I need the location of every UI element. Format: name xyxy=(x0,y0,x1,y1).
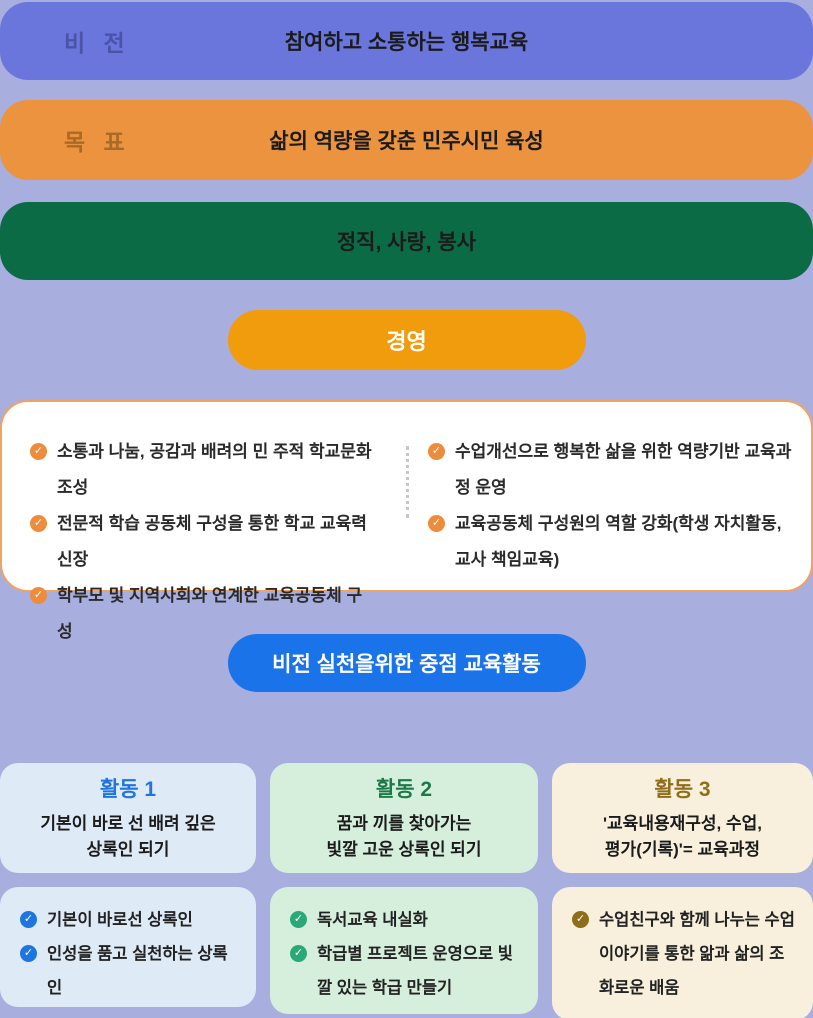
list-item-text: 인성을 품고 실천하는 상록인 xyxy=(47,945,228,997)
goal-banner: 목 표 삶의 역량을 갖춘 민주시민 육성 xyxy=(0,100,813,180)
list-item: ✓ 인성을 품고 실천하는 상록인 xyxy=(20,937,242,1005)
list-item: ✓ 학급별 프로젝트 운영으로 빛깔 있는 학급 만들기 xyxy=(290,937,524,1005)
list-item: ✓ 전문적 학습 공동체 구성을 통한 학교 교육력 신장 xyxy=(30,506,374,578)
list-item: ✓ 소통과 나눔, 공감과 배려의 민 주적 학교문화 조성 xyxy=(30,434,374,506)
activity-1-subtitle: 기본이 바로 선 배려 깊은 상록인 되기 xyxy=(40,811,215,864)
subtitle-line: 상록인 되기 xyxy=(86,840,170,859)
list-item-text: 교육공동체 구성원의 역할 강화(학생 자치활동, 교사 책임교육) xyxy=(455,514,782,569)
check-circle-icon: ✓ xyxy=(30,587,47,604)
subtitle-line: 꿈과 끼를 찾아가는 xyxy=(336,813,472,833)
list-item-text: 수업친구와 함께 나누는 수업 이야기를 통한 앎과 삶의 조화로운 배움 xyxy=(599,911,795,997)
management-pill: 경영 xyxy=(227,310,586,370)
goal-title: 삶의 역량을 갖춘 민주시민 육성 xyxy=(269,130,544,153)
values-banner: 정직, 사랑, 봉사 xyxy=(0,202,813,280)
activity-2-header-card: 활동 2 꿈과 끼를 찾아가는 빛깔 고운 상록인 되기 xyxy=(270,763,538,873)
activity-2-subtitle: 꿈과 끼를 찾아가는 빛깔 고운 상록인 되기 xyxy=(327,811,482,864)
check-circle-icon: ✓ xyxy=(290,911,307,928)
list-item-text: 학부모 및 지역사회와 연계한 교육공동체 구성 xyxy=(57,586,363,641)
subtitle-line: 평가(기록)'= 교육과정 xyxy=(604,840,761,859)
activities-pill-label: 비전 실천을위한 중점 교육활동 xyxy=(272,653,541,676)
list-item: ✓ 교육공동체 구성원의 역할 강화(학생 자치활동, 교사 책임교육) xyxy=(428,506,797,578)
list-item-text: 기본이 바로선 상록인 xyxy=(47,911,193,929)
check-circle-icon: ✓ xyxy=(428,515,445,532)
activity-detail-cards: ✓ 기본이 바로선 상록인 ✓ 인성을 품고 실천하는 상록인 ✓ 독서교육 내… xyxy=(0,887,813,1018)
check-circle-icon: ✓ xyxy=(572,911,589,928)
list-item-text: 소통과 나눔, 공감과 배려의 민 주적 학교문화 조성 xyxy=(57,442,372,497)
activity-1-header-card: 활동 1 기본이 바로 선 배려 깊은 상록인 되기 xyxy=(0,763,256,873)
list-item: ✓ 수업친구와 함께 나누는 수업 이야기를 통한 앎과 삶의 조화로운 배움 xyxy=(572,903,799,1005)
check-circle-icon: ✓ xyxy=(20,911,37,928)
management-box-right-column: ✓ 수업개선으로 행복한 삶을 위한 역량기반 교육과정 운영 ✓ 교육공동체 … xyxy=(374,402,811,590)
activity-3-detail-card: ✓ 수업친구와 함께 나누는 수업 이야기를 통한 앎과 삶의 조화로운 배움 xyxy=(552,887,813,1018)
values-title: 정직, 사랑, 봉사 xyxy=(336,231,477,254)
list-item-text: 수업개선으로 행복한 삶을 위한 역량기반 교육과정 운영 xyxy=(455,442,792,497)
activity-3-subtitle: '교육내용재구성, 수업, 평가(기록)'= 교육과정 xyxy=(603,811,762,864)
check-circle-icon: ✓ xyxy=(428,443,445,460)
activity-1-detail-card: ✓ 기본이 바로선 상록인 ✓ 인성을 품고 실천하는 상록인 xyxy=(0,887,256,1007)
activities-pill: 비전 실천을위한 중점 교육활동 xyxy=(227,634,586,692)
management-pill-label: 경영 xyxy=(386,329,427,354)
check-circle-icon: ✓ xyxy=(20,945,37,962)
activity-header-cards: 활동 1 기본이 바로 선 배려 깊은 상록인 되기 활동 2 꿈과 끼를 찾아… xyxy=(0,763,813,873)
goal-label: 목 표 xyxy=(64,129,131,155)
list-item: ✓ 수업개선으로 행복한 삶을 위한 역량기반 교육과정 운영 xyxy=(428,434,797,506)
list-item: ✓ 학부모 및 지역사회와 연계한 교육공동체 구성 xyxy=(30,578,374,650)
list-item-text: 독서교육 내실화 xyxy=(317,911,428,929)
activity-1-title: 활동 1 xyxy=(99,777,157,801)
check-circle-icon: ✓ xyxy=(290,945,307,962)
list-item-text: 학급별 프로젝트 운영으로 빛깔 있는 학급 만들기 xyxy=(317,945,513,997)
activity-3-header-card: 활동 3 '교육내용재구성, 수업, 평가(기록)'= 교육과정 xyxy=(552,763,813,873)
subtitle-line: '교육내용재구성, 수업, xyxy=(603,813,762,833)
vision-title: 참여하고 소통하는 행복교육 xyxy=(284,31,529,54)
management-box-left-column: ✓ 소통과 나눔, 공감과 배려의 민 주적 학교문화 조성 ✓ 전문적 학습 … xyxy=(2,402,374,641)
vision-label: 비 전 xyxy=(64,30,131,56)
management-box: ✓ 소통과 나눔, 공감과 배려의 민 주적 학교문화 조성 ✓ 전문적 학습 … xyxy=(0,400,813,641)
activity-3-title: 활동 3 xyxy=(654,777,711,801)
subtitle-line: 빛깔 고운 상록인 되기 xyxy=(326,840,482,859)
activity-2-detail-card: ✓ 독서교육 내실화 ✓ 학급별 프로젝트 운영으로 빛깔 있는 학급 만들기 xyxy=(270,887,538,1014)
vision-banner: 비 전 참여하고 소통하는 행복교육 xyxy=(0,2,813,80)
dotted-divider xyxy=(406,446,409,518)
list-item: ✓ 기본이 바로선 상록인 xyxy=(20,903,242,937)
check-circle-icon: ✓ xyxy=(30,443,47,460)
list-item: ✓ 독서교육 내실화 xyxy=(290,903,524,937)
list-item-text: 전문적 학습 공동체 구성을 통한 학교 교육력 신장 xyxy=(57,514,367,569)
subtitle-line: 기본이 바로 선 배려 깊은 xyxy=(40,813,216,833)
check-circle-icon: ✓ xyxy=(30,515,47,532)
activity-2-title: 활동 2 xyxy=(375,777,433,801)
